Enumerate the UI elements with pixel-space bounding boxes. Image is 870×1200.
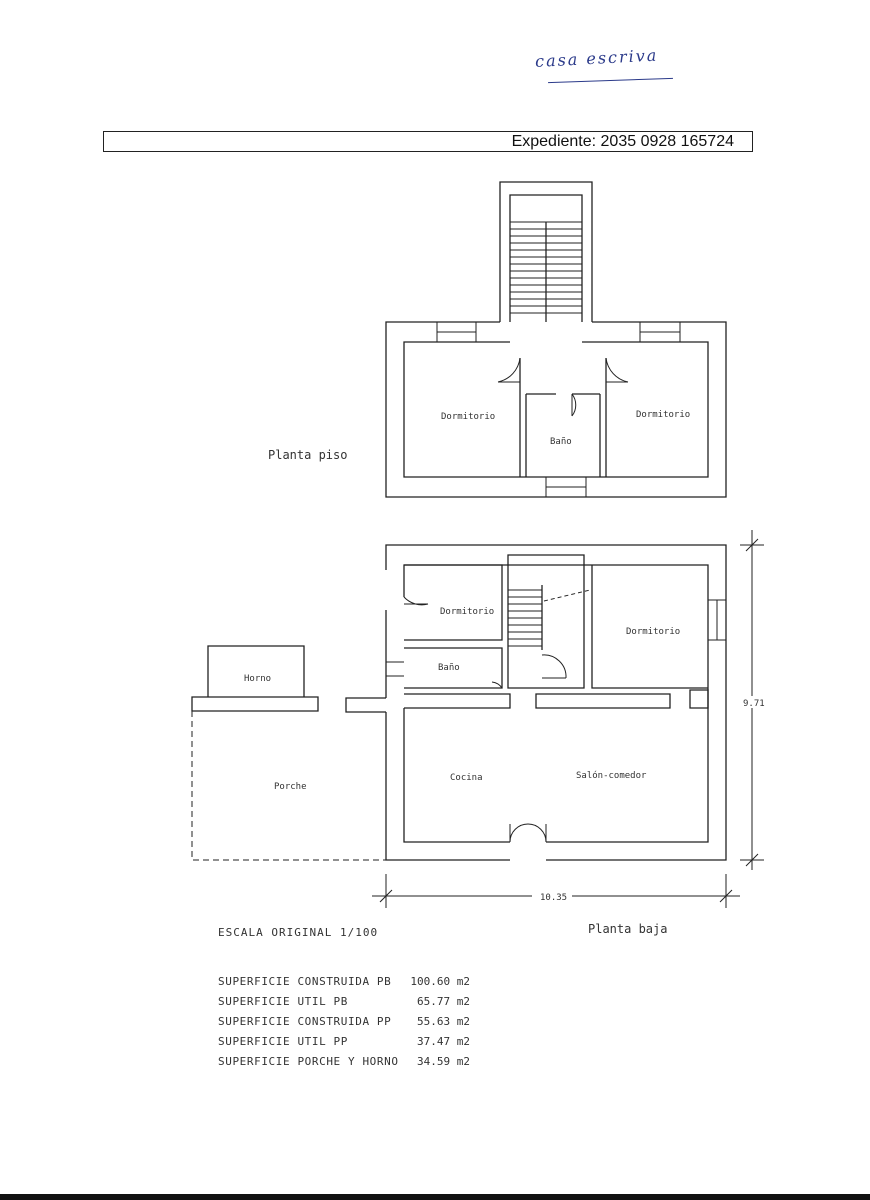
upper-inner-wall bbox=[403, 341, 709, 478]
ground-room-label: Porche bbox=[274, 782, 307, 792]
ground-main-door-left bbox=[509, 823, 529, 843]
scan-edge-bar bbox=[0, 1194, 870, 1200]
ground-bath-door-swing bbox=[491, 681, 503, 689]
ground-room-label: Dormitorio bbox=[626, 627, 680, 637]
area-table: SUPERFICIE CONSTRUIDA PB 100.60 m2 SUPER… bbox=[218, 975, 470, 1075]
ground-corridor-stub bbox=[689, 689, 709, 709]
upper-bath-door-swing bbox=[571, 393, 577, 417]
ground-stair-hidden-line bbox=[543, 589, 591, 602]
area-row: SUPERFICIE CONSTRUIDA PB 100.60 m2 bbox=[218, 975, 470, 995]
ground-bath-walls bbox=[404, 647, 503, 689]
ground-floor-label: Planta baja bbox=[588, 922, 668, 936]
ground-bedroom-2-walls bbox=[591, 565, 708, 689]
ground-room-label: Cocina bbox=[450, 773, 483, 783]
dimension-width: 10.35 bbox=[540, 893, 567, 903]
upper-room-label: Baño bbox=[550, 437, 572, 447]
ground-bedroom-1-walls bbox=[404, 564, 503, 641]
ground-corridor-wall-right bbox=[535, 693, 671, 709]
area-value: 65.77 m2 bbox=[417, 995, 470, 1008]
area-value: 55.63 m2 bbox=[417, 1015, 470, 1028]
upper-room-label: Dormitorio bbox=[636, 410, 690, 420]
area-row: SUPERFICIE UTIL PP 37.47 m2 bbox=[218, 1035, 470, 1055]
upper-stair-treads bbox=[510, 221, 582, 314]
dimension-width-bg bbox=[532, 890, 572, 902]
upper-floor-label: Planta piso bbox=[268, 448, 348, 462]
area-name: SUPERFICIE UTIL PB bbox=[218, 995, 349, 1008]
ground-bath-window bbox=[386, 661, 404, 677]
upper-windows bbox=[436, 322, 681, 497]
area-name: SUPERFICIE CONSTRUIDA PP bbox=[218, 1015, 392, 1028]
upper-stair-tower-outer bbox=[499, 181, 593, 322]
scale-note: ESCALA ORIGINAL 1/100 bbox=[218, 926, 379, 939]
area-name: SUPERFICIE CONSTRUIDA PB bbox=[218, 975, 392, 988]
ground-outer-wall bbox=[385, 544, 727, 861]
area-row: SUPERFICIE PORCHE Y HORNO 34.59 m2 bbox=[218, 1055, 470, 1075]
ground-room-label: Dormitorio bbox=[440, 607, 494, 617]
area-value: 100.60 m2 bbox=[410, 975, 470, 988]
upper-door-right-swing bbox=[605, 357, 629, 383]
area-row: SUPERFICIE UTIL PB 65.77 m2 bbox=[218, 995, 470, 1015]
upper-outer-wall bbox=[385, 321, 727, 498]
ground-room-label: Baño bbox=[438, 663, 460, 673]
area-value: 34.59 m2 bbox=[417, 1055, 470, 1068]
expediente-box: Expediente: 2035 0928 165724 bbox=[103, 131, 753, 152]
upper-stair-tower-inner bbox=[509, 194, 583, 322]
area-value: 37.47 m2 bbox=[417, 1035, 470, 1048]
ground-floor-plan bbox=[191, 530, 764, 908]
ground-stair-door-swing bbox=[541, 654, 567, 679]
dimension-height-bg bbox=[742, 696, 766, 708]
ground-porch-stub bbox=[345, 697, 386, 713]
dimension-height: 9.71 bbox=[743, 699, 765, 709]
ground-inner-wall-left bbox=[403, 708, 510, 843]
horno-base bbox=[191, 696, 319, 712]
ground-room-label: Salón-comedor bbox=[576, 770, 647, 781]
ground-inner-wall bbox=[403, 564, 709, 843]
ground-side-window bbox=[708, 599, 726, 641]
ground-corridor-wall-left bbox=[404, 693, 511, 709]
ground-room-label: Horno bbox=[244, 674, 271, 684]
horno-walls bbox=[207, 645, 305, 697]
ground-stair-block bbox=[507, 554, 585, 689]
expediente-number: Expediente: 2035 0928 165724 bbox=[511, 133, 734, 150]
upper-floor-plan bbox=[385, 181, 727, 498]
ground-stair-treads bbox=[508, 589, 542, 647]
area-name: SUPERFICIE PORCHE Y HORNO bbox=[218, 1055, 399, 1068]
area-name: SUPERFICIE UTIL PP bbox=[218, 1035, 349, 1048]
upper-door-left-swing bbox=[497, 357, 521, 383]
area-row: SUPERFICIE CONSTRUIDA PP 55.63 m2 bbox=[218, 1015, 470, 1035]
ground-main-door-right bbox=[527, 823, 547, 843]
upper-room-label: Dormitorio bbox=[441, 412, 495, 422]
